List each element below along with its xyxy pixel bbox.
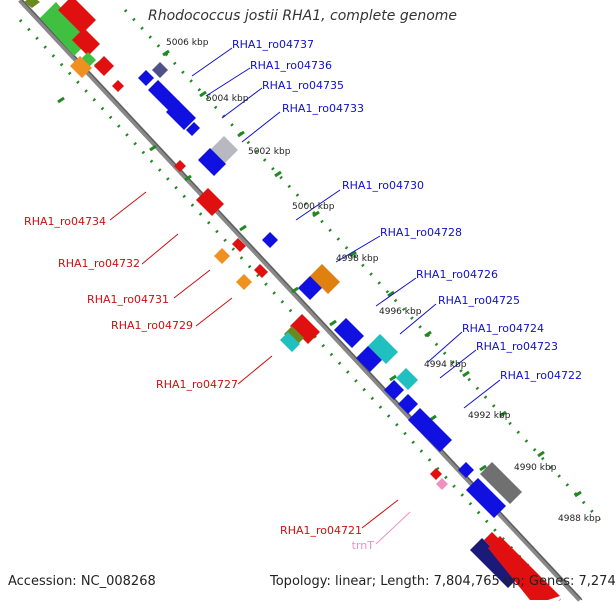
trnt-leader-line [375, 511, 411, 545]
tick-label: 4994 kbp [424, 360, 467, 370]
gene-ro04722[interactable] [408, 408, 452, 452]
gene-olive-top[interactable] [24, 0, 40, 8]
gene-label[interactable]: RHA1_ro04733 [282, 102, 364, 115]
gene-label[interactable]: RHA1_ro04725 [438, 294, 520, 307]
gene-forward-3[interactable] [298, 276, 322, 300]
gene-red-top-2[interactable] [72, 28, 100, 56]
gene-label[interactable]: RHA1_ro04723 [476, 340, 558, 353]
trna-label[interactable]: trnT [352, 539, 375, 552]
gene-red-top-4[interactable] [112, 80, 124, 92]
gene-label[interactable]: RHA1_ro04727 [156, 378, 238, 391]
gene-forward-7[interactable] [466, 478, 506, 518]
gene-ro04727[interactable] [290, 314, 320, 344]
gene-ro04728[interactable] [310, 264, 340, 294]
gene-label[interactable]: RHA1_ro04737 [232, 38, 314, 51]
gene-label[interactable]: RHA1_ro04736 [250, 59, 332, 72]
genome-map: 5006 kbp 5004 kbp 5002 kbp 5000 kbp 4998… [8, 0, 616, 602]
gene-label[interactable]: RHA1_ro04734 [24, 215, 106, 228]
gene-reverse-bottom-tip[interactable] [484, 532, 500, 548]
gene-ro04734[interactable] [174, 160, 186, 172]
tick-marks [57, 49, 582, 498]
gene-forward-2[interactable] [198, 148, 226, 176]
genome-map-canvas: 5006 kbp 5004 kbp 5002 kbp 5000 kbp 4998… [18, 0, 602, 602]
gene-ro04729[interactable] [236, 274, 252, 290]
gene-cyan-mid[interactable] [280, 332, 300, 352]
tick-labels: 5006 kbp 5004 kbp 5002 kbp 5000 kbp 4998… [166, 38, 601, 524]
gene-trnt[interactable] [436, 478, 448, 490]
gene-forward-small-1[interactable] [138, 70, 154, 86]
gene-ro04735[interactable] [166, 100, 196, 130]
gene-orange-top[interactable] [70, 56, 92, 78]
gene-ro04730[interactable] [262, 232, 278, 248]
tick-label: 4998 kbp [336, 254, 379, 264]
right-leader-lines [191, 47, 501, 409]
gene-ro04723[interactable] [384, 380, 404, 400]
genes [24, 0, 560, 600]
gene-forward-8[interactable] [470, 538, 520, 588]
gene-red-top-1[interactable] [58, 0, 96, 34]
tick-label: 4988 kbp [558, 514, 601, 524]
gene-forward-4[interactable] [356, 346, 382, 372]
genome-summary-text: Topology: linear; Length: 7,804,765 bp; … [270, 574, 616, 589]
tick-label: 5004 kbp [206, 94, 249, 104]
tick-label: 5000 kbp [292, 202, 335, 212]
gene-label[interactable]: RHA1_ro04732 [58, 257, 140, 270]
outer-left-dotted-track [18, 18, 562, 602]
gene-ro04736[interactable] [148, 80, 180, 112]
gene-ro04734b[interactable] [196, 188, 224, 216]
gene-ro04725[interactable] [368, 334, 398, 364]
gene-ro04737[interactable] [152, 62, 168, 78]
gene-label[interactable]: RHA1_ro04728 [380, 226, 462, 239]
gene-label[interactable]: RHA1_ro04722 [500, 369, 582, 382]
gene-label[interactable]: RHA1_ro04729 [111, 319, 193, 332]
gene-grey-1[interactable] [480, 462, 522, 504]
reverse-gene-labels: RHA1_ro04734 RHA1_ro04732 RHA1_ro04731 R… [24, 215, 362, 537]
outer-right-dotted-track [123, 8, 602, 522]
left-leader-lines [109, 191, 399, 529]
tick-label: 5002 kbp [248, 147, 291, 157]
tick-label: 4996 kbp [379, 307, 422, 317]
gene-ro04731b[interactable] [254, 264, 268, 278]
gene-ro04733-small[interactable] [186, 122, 200, 136]
gene-ro04731[interactable] [214, 248, 230, 264]
gene-olive-mid[interactable] [284, 326, 304, 346]
tick-label: 5006 kbp [166, 38, 209, 48]
tick-label: 4992 kbp [468, 411, 511, 421]
gene-label[interactable]: RHA1_ro04726 [416, 268, 498, 281]
gene-ro04721[interactable] [430, 468, 442, 480]
map-title: Rhodococcus jostii RHA1, complete genome [148, 8, 458, 24]
gene-ro04732[interactable] [232, 238, 246, 252]
gene-ro04726[interactable] [334, 318, 364, 348]
gene-label[interactable]: RHA1_ro04724 [462, 322, 544, 335]
gene-reverse-bottom[interactable] [488, 536, 560, 600]
gene-red-top-3[interactable] [94, 56, 114, 76]
gene-label[interactable]: RHA1_ro04735 [262, 79, 344, 92]
gene-label[interactable]: RHA1_ro04721 [280, 524, 362, 537]
forward-gene-labels: RHA1_ro04737 RHA1_ro04736 RHA1_ro04735 R… [232, 38, 582, 382]
tick-label: 4990 kbp [514, 463, 557, 473]
accession-text: Accession: NC_008268 [8, 574, 156, 589]
gene-label[interactable]: RHA1_ro04731 [87, 293, 169, 306]
gene-forward-5[interactable] [398, 394, 418, 414]
gene-ro04724[interactable] [396, 368, 418, 390]
gene-label[interactable]: RHA1_ro04730 [342, 179, 424, 192]
gene-forward-6[interactable] [458, 462, 474, 478]
